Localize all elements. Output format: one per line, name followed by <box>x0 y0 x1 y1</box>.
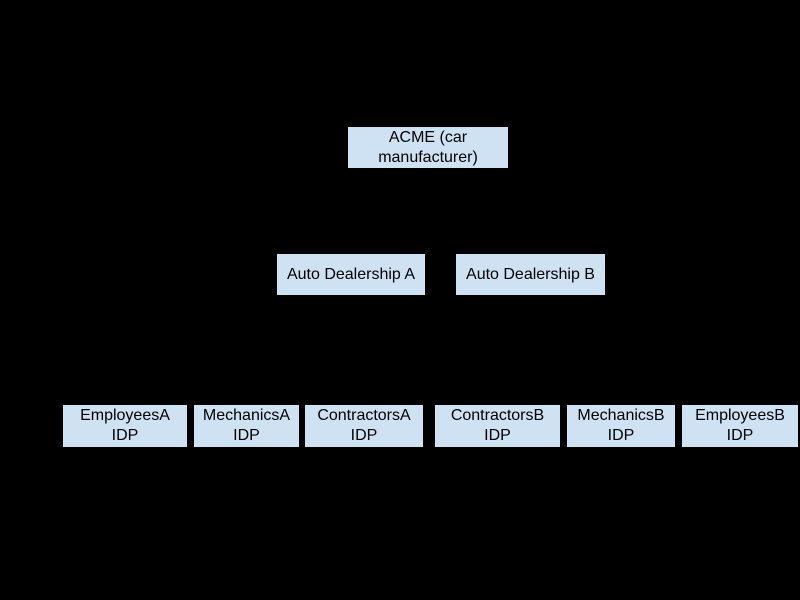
node-contractorsa-idp: ContractorsA IDP <box>305 405 423 447</box>
node-employeesb-idp: EmployeesB IDP <box>682 405 798 447</box>
node-mechanicsa-idp: MechanicsA IDP <box>194 405 299 447</box>
node-auto-dealership-b: Auto Dealership B <box>456 254 605 295</box>
node-acme-car-manufacturer: ACME (car manufacturer) <box>348 127 508 168</box>
node-auto-dealership-a: Auto Dealership A <box>277 254 425 295</box>
node-employeesa-idp: EmployeesA IDP <box>63 405 187 447</box>
node-contractorsb-idp: ContractorsB IDP <box>435 405 560 447</box>
node-mechanicsb-idp: MechanicsB IDP <box>567 405 675 447</box>
